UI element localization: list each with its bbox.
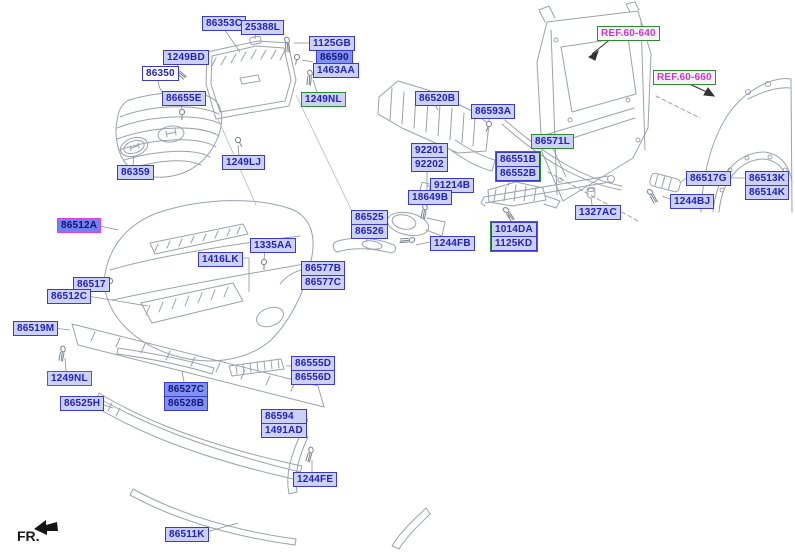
part-label-1249NL[interactable]: 1249NL — [301, 92, 346, 107]
part-label-group-86513K-86514K: 86513K 86514K — [745, 171, 790, 200]
part-label-86527C[interactable]: 86527C — [164, 382, 209, 397]
part-label-86571L[interactable]: 86571L — [531, 134, 575, 149]
part-label-1249LJ[interactable]: 1249LJ — [222, 155, 266, 170]
part-label-group-92201-92202: 92201 92202 — [411, 143, 448, 172]
part-label-86350[interactable]: 86350 — [142, 66, 179, 81]
part-label-86517[interactable]: 86517 — [73, 277, 110, 292]
part-label-1125GB[interactable]: 1125GB — [309, 36, 355, 51]
part-label-1491AD[interactable]: 1491AD — [261, 423, 307, 438]
part-label-86353C[interactable]: 86353C — [202, 16, 247, 31]
part-label-1416LK[interactable]: 1416LK — [198, 252, 243, 267]
part-label-86512A[interactable]: 86512A — [57, 218, 102, 233]
part-label-group-86594-1491AD: 86594 1491AD — [261, 409, 307, 438]
part-label-1014DA[interactable]: 1014DA — [491, 222, 537, 237]
bumper-energy-absorber-drawing — [377, 80, 496, 172]
emblem-drawing — [119, 136, 149, 158]
part-label-86520B[interactable]: 86520B — [415, 91, 460, 106]
part-label-92201[interactable]: 92201 — [411, 143, 448, 158]
leader-lines — [52, 28, 745, 534]
part-label-group-1014DA-1125KD: 1014DA 1125KD — [490, 221, 538, 252]
part-label-18649B[interactable]: 18649B — [408, 190, 453, 205]
fr-direction-arrow-icon — [34, 520, 58, 535]
ref-label-60-660[interactable]: REF.60-660 — [653, 70, 716, 85]
reference-arrows — [588, 37, 716, 97]
part-label-86512C[interactable]: 86512C — [47, 289, 92, 304]
side-bracket-drawing — [487, 181, 561, 209]
part-label-86555D[interactable]: 86555D — [291, 356, 336, 371]
part-label-86513K[interactable]: 86513K — [745, 171, 790, 186]
part-label-25388L[interactable]: 25388L — [241, 20, 285, 35]
front-bumper-cover-drawing — [103, 200, 314, 362]
part-label-1244FB[interactable]: 1244FB — [430, 236, 475, 251]
part-label-group-86577B-86577C: 86577B 86577C — [301, 261, 346, 290]
part-label-86519M[interactable]: 86519M — [13, 321, 59, 336]
part-label-1335AA[interactable]: 1335AA — [250, 238, 296, 253]
fr-direction-label: FR. — [17, 528, 40, 544]
part-label-86551B[interactable]: 86551B — [496, 152, 541, 167]
part-label-1125KD[interactable]: 1125KD — [491, 236, 537, 251]
part-label-86594[interactable]: 86594 — [261, 409, 307, 424]
part-label-92202[interactable]: 92202 — [411, 157, 448, 172]
part-label-group-86551B-86552B: 86551B 86552B — [494, 151, 542, 182]
part-label-86552B[interactable]: 86552B — [496, 166, 541, 181]
part-label-86514K[interactable]: 86514K — [745, 185, 790, 200]
part-label-86577B[interactable]: 86577B — [301, 261, 346, 276]
part-label-1249BD[interactable]: 1249BD — [163, 50, 209, 65]
side-support-bracket-drawing — [649, 172, 681, 193]
part-label-group-86555D-86556D: 86555D 86556D — [291, 356, 336, 385]
part-label-86526[interactable]: 86526 — [351, 224, 388, 239]
part-label-1463AA[interactable]: 1463AA — [313, 63, 359, 78]
part-label-group-86527C-86528B: 86527C 86528B — [164, 382, 209, 411]
part-label-1244BJ[interactable]: 1244BJ — [670, 194, 715, 209]
part-label-86577C[interactable]: 86577C — [301, 275, 346, 290]
part-label-86525[interactable]: 86525 — [351, 210, 388, 225]
part-label-86556D[interactable]: 86556D — [291, 370, 336, 385]
part-label-86511K[interactable]: 86511K — [165, 527, 209, 542]
part-label-1249NL-2[interactable]: 1249NL — [47, 371, 92, 386]
grille-upper-cover-drawing — [205, 35, 297, 120]
part-label-group-86525-86526: 86525 86526 — [351, 210, 388, 239]
part-label-86359[interactable]: 86359 — [117, 165, 154, 180]
bumper-lower-pieces-drawing — [93, 347, 431, 550]
part-label-86528B[interactable]: 86528B — [164, 396, 209, 411]
part-label-86655E[interactable]: 86655E — [162, 91, 206, 106]
part-label-86593A[interactable]: 86593A — [471, 104, 516, 119]
part-label-1244FE[interactable]: 1244FE — [293, 472, 338, 487]
ref-label-60-640[interactable]: REF.60-640 — [597, 26, 660, 41]
part-label-86525H[interactable]: 86525H — [60, 396, 105, 411]
part-label-86517G[interactable]: 86517G — [686, 171, 731, 186]
part-label-1327AC[interactable]: 1327AC — [575, 205, 621, 220]
